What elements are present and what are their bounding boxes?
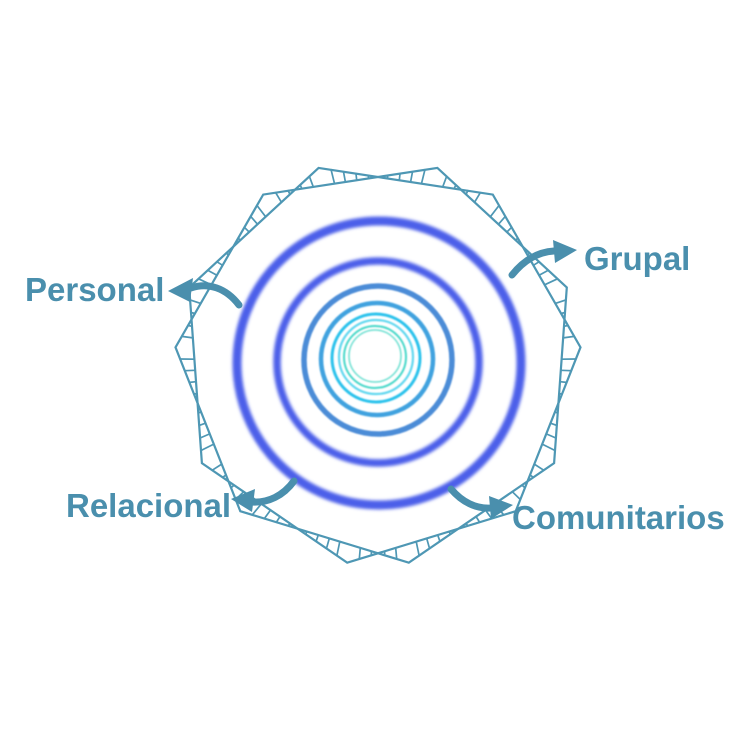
label-grupal: Grupal [584,240,691,277]
ring-teal [343,325,407,389]
ring-inner [348,329,402,383]
arrow-comunitarios-shaft [447,485,495,512]
ring-lightblue [318,300,436,418]
arrow-relacional [231,477,298,512]
arrow-grupal [508,240,577,279]
label-comunitarios: Comunitarios [512,499,725,536]
arrowhead-personal-icon [168,278,193,302]
arrow-grupal-shaft [508,247,558,279]
label-relacional: Relacional [66,487,232,524]
ring-palecyan [337,318,415,396]
ring-cyan [330,312,422,404]
arrow-comunitarios [447,485,513,519]
arrowhead-grupal-icon [553,240,577,263]
arrowhead-comunitarios-icon [489,496,513,519]
ring-outer-2 [273,257,483,467]
heptagon-b-outline [174,166,568,564]
heptagon-a-outline [188,166,582,564]
ring-outer-1 [232,216,526,510]
arrow-personal-shaft [187,282,243,309]
label-personal: Personal [25,271,165,308]
arrow-personal [168,278,243,309]
arrow-relacional-shaft [248,477,298,506]
arrowhead-relacional-icon [231,489,255,512]
concentric-rings [232,216,526,510]
ring-steel [301,283,455,437]
